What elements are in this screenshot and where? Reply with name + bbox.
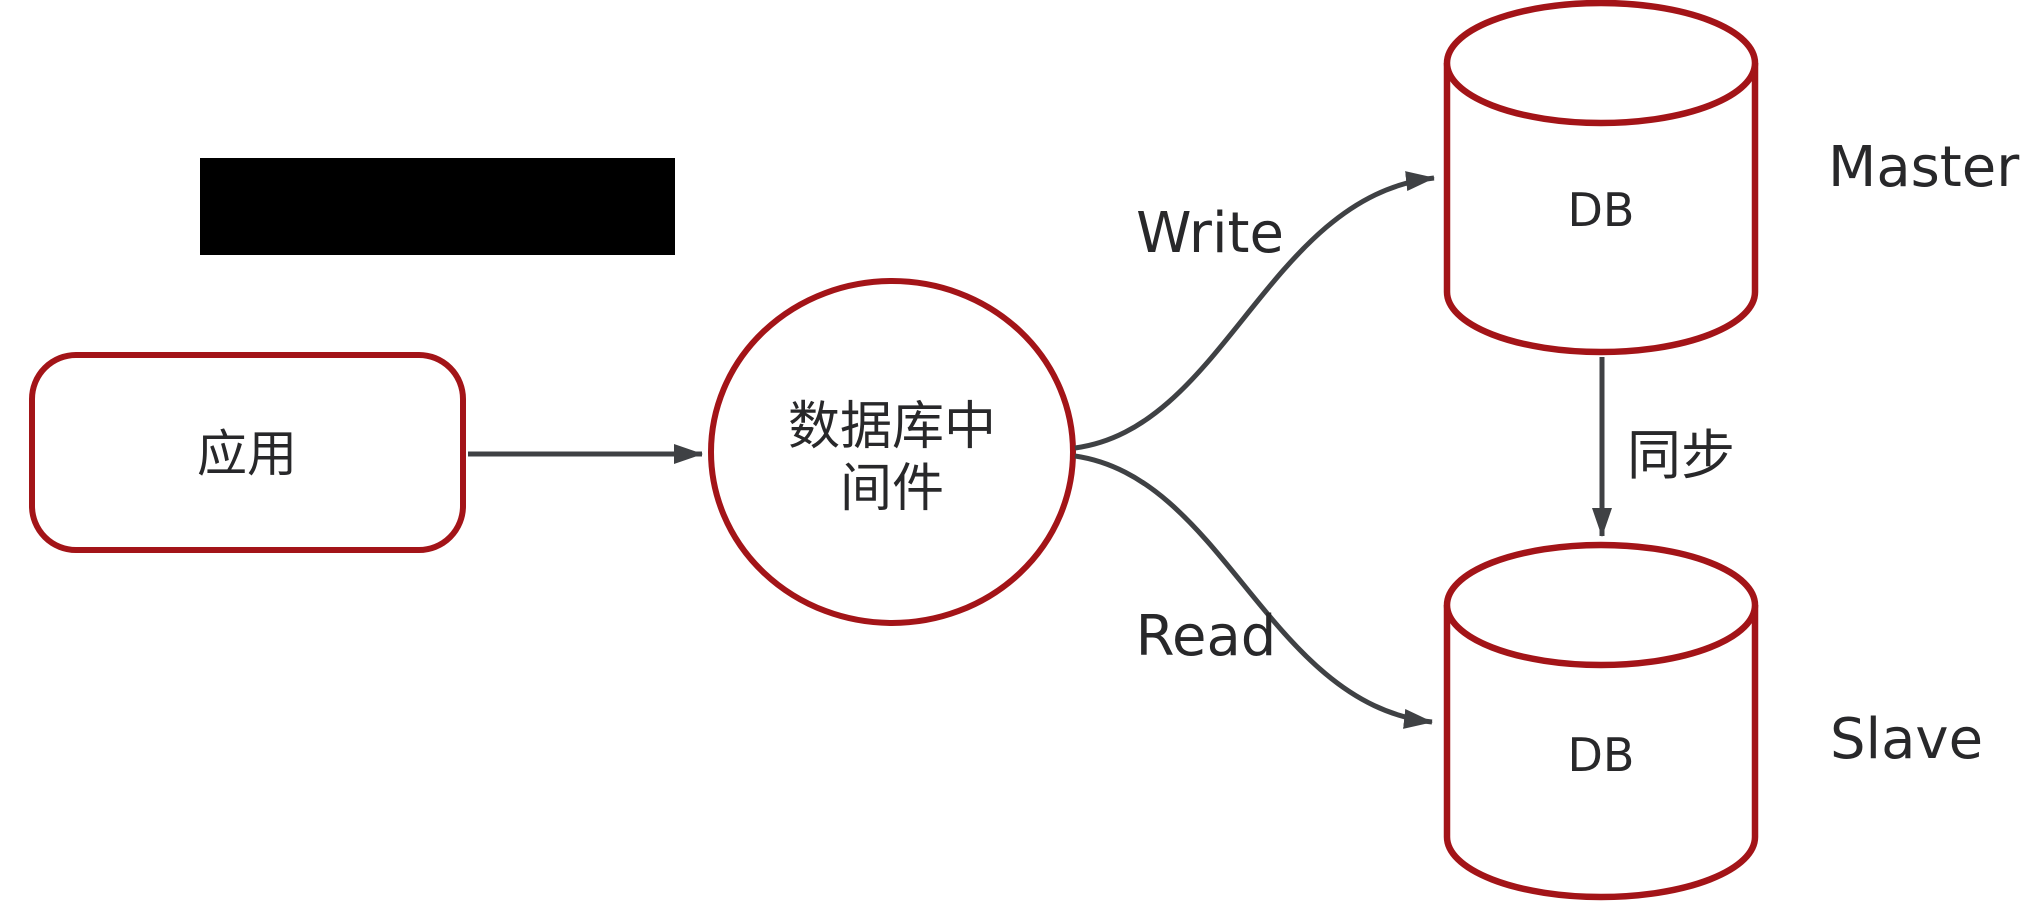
master-db-cylinder-body-icon: [1443, 63, 1759, 356]
sync-label: 同步: [1627, 424, 1735, 487]
app-node-box: [29, 352, 466, 553]
slave-role-label: Slave: [1830, 707, 1983, 772]
master-db-label: DB: [1568, 183, 1635, 237]
middleware-label-line1: 数据库中: [788, 397, 996, 457]
master-db-node: DB: [1443, 0, 1759, 356]
read-label: Read: [1136, 604, 1277, 669]
master-role-label: Master: [1828, 135, 2020, 200]
slave-db-cylinder-body-icon: [1443, 605, 1759, 901]
middleware-label-line2: 间件: [840, 459, 944, 519]
slave-db-cylinder-top-icon: [1443, 541, 1759, 669]
app-node: 应用: [29, 352, 466, 553]
master-db-cylinder-top-icon: [1443, 0, 1759, 127]
middleware-node: 数据库中 间件: [708, 278, 1076, 626]
redacted-block: [200, 158, 675, 255]
slave-db-label: DB: [1568, 728, 1635, 782]
slave-db-node: DB: [1443, 541, 1759, 901]
read-arrow: [1074, 453, 1433, 729]
middleware-node-circle: [708, 278, 1076, 626]
write-arrow: [1074, 171, 1435, 451]
app-node-label: 应用: [197, 425, 297, 483]
write-label: Write: [1136, 201, 1284, 266]
